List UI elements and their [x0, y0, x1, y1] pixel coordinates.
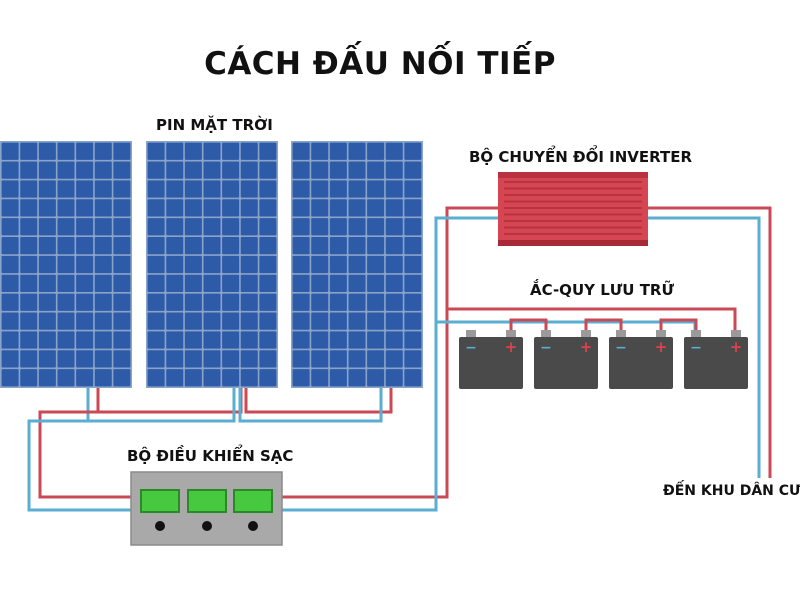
battery: −+ [459, 330, 523, 389]
battery-link [509, 318, 548, 330]
solar-panels-label: PIN MẶT TRỜI [156, 116, 273, 134]
battery-negative-sign: − [615, 340, 627, 356]
battery-negative-sign: − [690, 340, 702, 356]
controller-knob [248, 521, 258, 531]
battery-positive-sign: + [580, 338, 593, 356]
inverter-output-red [648, 206, 772, 478]
output-label: ĐẾN KHU DÂN CƯ [663, 483, 800, 499]
pv-to-controller-blue [27, 419, 131, 512]
inverter-label: BỘ CHUYỂN ĐỔI INVERTER [469, 148, 693, 166]
pv-to-controller-red [38, 410, 131, 499]
controller-knob [155, 521, 165, 531]
diagram-title: CÁCH ĐẤU NỐI TIẾP [204, 46, 556, 82]
panel-link-wire-red [96, 388, 393, 414]
charge-controller [130, 471, 283, 546]
battery-negative-sign: − [540, 340, 552, 356]
solar-panel [291, 141, 423, 388]
inverter-output-blue [648, 216, 761, 478]
battery: −+ [684, 330, 748, 389]
controller-display [187, 489, 227, 513]
controller-to-bus-red [281, 206, 500, 499]
batteries-label: ẮC-QUY LƯU TRỮ [530, 281, 675, 299]
solar-panel [0, 141, 132, 388]
battery-link [584, 318, 623, 330]
battery-bank: −+−+−+−+ [459, 318, 748, 389]
inverter-unit [498, 172, 648, 246]
controller-to-bus-blue [281, 216, 500, 512]
battery-link [659, 318, 698, 330]
controller-display [233, 489, 273, 513]
battery-positive-sign: + [655, 338, 668, 356]
battery-positive-sign: + [730, 338, 743, 356]
controller-display [140, 489, 180, 513]
charge-controller-label: BỘ ĐIỀU KHIỂN SẠC [127, 447, 294, 465]
controller-knob [202, 521, 212, 531]
battery-bus-red [447, 307, 737, 334]
solar-panel [146, 141, 278, 388]
battery: −+ [609, 330, 673, 389]
battery-series-links [509, 318, 698, 330]
battery-negative-sign: − [465, 340, 477, 356]
battery-positive-sign: + [505, 338, 518, 356]
battery: −+ [534, 330, 598, 389]
solar-panel-array [0, 141, 423, 388]
panel-link-wire-blue [86, 388, 383, 423]
